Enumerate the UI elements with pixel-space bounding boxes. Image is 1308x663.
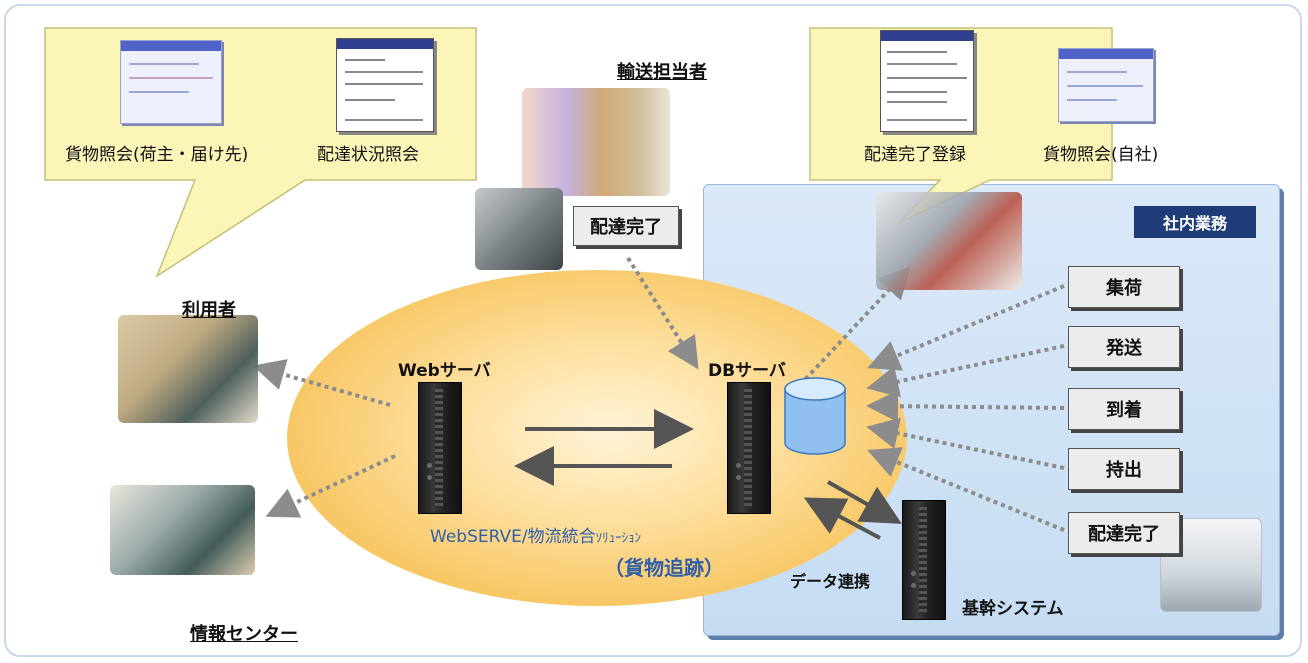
caption-cargo-inquiry-own: 貨物照会(自社) [1043,145,1159,165]
label-data-link: データ連携 [790,572,871,591]
screen-thumb-cargo-inquiry-own [1058,48,1154,122]
label-db-server: DBサーバ [708,361,786,381]
task-arrival: 到着 [1068,388,1180,430]
solution-subtitle: （貨物追跡） [604,556,724,580]
core-system-server-icon [902,500,946,620]
label-core-system: 基幹システム [962,599,1064,619]
label-info-center: 情報センター [190,624,298,645]
caption-delivery-complete-register: 配達完了登録 [864,145,966,165]
solution-name-kana: ｿﾘｭｰｼｮﾝ [595,531,642,546]
task-dispatch: 発送 [1068,326,1180,368]
user-illustration [118,315,258,423]
label-transport-staff: 輸送担当者 [617,62,707,83]
task-out-for-delivery: 持出 [1068,448,1180,490]
info-center-illustration [110,485,255,575]
mobile-delivery-complete-box: 配達完了 [573,206,679,246]
delivery-handover-illustration [522,88,670,196]
caption-delivery-status: 配達状況照会 [317,145,419,165]
label-user: 利用者 [182,300,236,321]
screen-thumb-delivery-complete [880,30,974,132]
task-delivery-complete: 配達完了 [1068,512,1180,554]
database-cylinder-icon [784,377,846,455]
caption-cargo-inquiry-shipper: 貨物照会(荷主・届け先) [65,145,249,165]
label-web-server: Webサーバ [398,361,491,381]
mobile-phones-illustration [475,188,563,270]
db-server-icon [727,382,771,514]
office-worker-illustration [876,192,1022,290]
solution-name-latin: WebSERVE/物流統合 [430,527,596,547]
screen-thumb-delivery-status [336,38,434,132]
web-server-icon [418,382,462,514]
screen-thumb-cargo-inquiry [120,40,222,124]
solution-name: WebSERVE/物流統合ｿﾘｭｰｼｮﾝ [430,522,641,547]
task-pickup: 集荷 [1068,266,1180,308]
internal-business-badge: 社内業務 [1134,206,1256,238]
